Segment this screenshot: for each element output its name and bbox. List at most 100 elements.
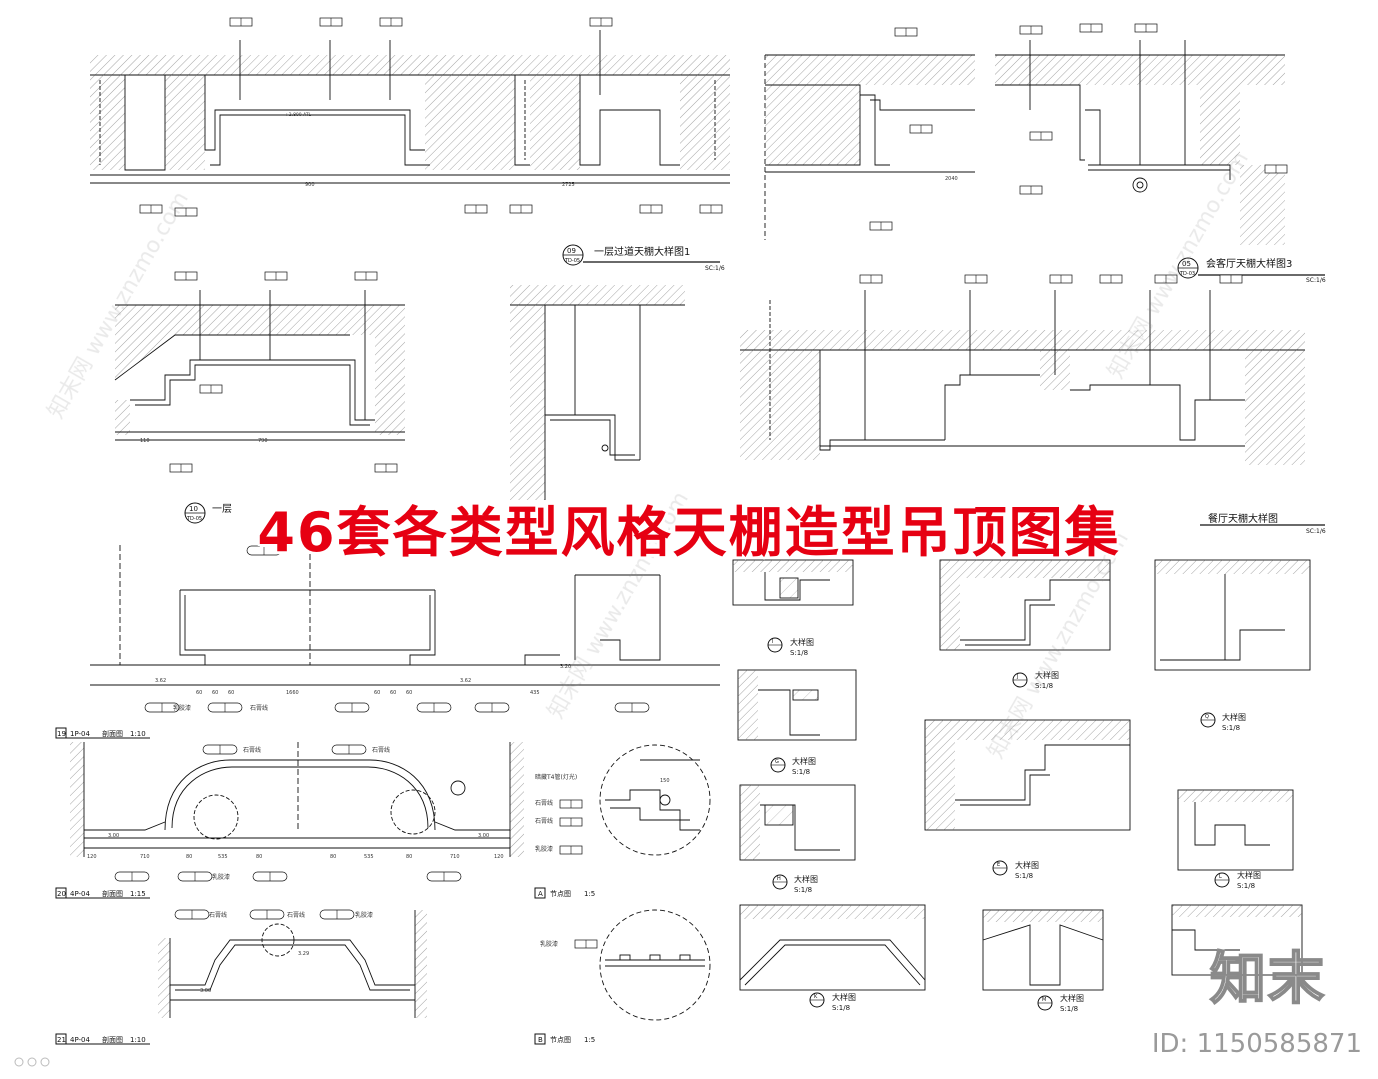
section-19-dims: 60 60 60 1660 60 60 60 435 3.62 3.62 3.2… [155, 664, 571, 696]
svg-text:60: 60 [390, 690, 396, 696]
note-paint-20: 乳胶漆 [212, 873, 230, 881]
svg-text:S:1/8: S:1/8 [1222, 724, 1240, 732]
detail-K [739, 904, 926, 991]
detail-H [739, 784, 856, 861]
svg-text:3.00: 3.00 [108, 833, 119, 839]
title-06-scale: SC:1/6 [1306, 528, 1326, 535]
svg-text:J: J [1016, 674, 1018, 680]
brand-logo: 知末 [1209, 946, 1326, 1013]
svg-text:60: 60 [228, 690, 234, 696]
svg-text:H: H [777, 876, 781, 882]
section-21-tags [174, 909, 355, 920]
note-paint-b: 乳胶漆 [540, 940, 558, 948]
note-stoneline-21a: 石膏线 [209, 911, 227, 919]
title-block-10: 10 TD-05 一层 [184, 502, 232, 524]
detail-label-Q: Q 大样图 S:1/8 [1200, 712, 1246, 732]
svg-text:S:1/8: S:1/8 [1060, 1005, 1078, 1013]
svg-text:80: 80 [406, 854, 412, 860]
svg-text:大样图: 大样图 [792, 756, 816, 766]
svg-text:80: 80 [186, 854, 192, 860]
svg-text:435: 435 [530, 690, 540, 696]
svg-text:60: 60 [212, 690, 218, 696]
panel-section-20 [70, 742, 524, 857]
detail-label-J: J 大样图 S:1/8 [1012, 670, 1059, 690]
title-09-ref: TD-05 [564, 258, 580, 264]
title-20-scale: 1:15 [130, 890, 146, 898]
svg-text:3.20: 3.20 [560, 664, 571, 670]
detail-E [924, 719, 1131, 831]
svg-text:大样图: 大样图 [794, 874, 818, 884]
title-b-num: B [538, 1036, 543, 1044]
dim-790: 790 [258, 438, 268, 444]
svg-text:大样图: 大样图 [1222, 712, 1246, 722]
panel-corridor-ceiling-detail [90, 30, 730, 184]
note-paint-19: 乳胶漆 [173, 704, 191, 712]
title-block-21: 21 4P-04 剖面图 1:10 [55, 1033, 150, 1045]
title-19-num: 19 [57, 730, 66, 738]
title-05-name: 会客厅天棚大样图3 [1206, 257, 1292, 270]
title-20-num: 20 [57, 890, 66, 898]
detail-M [982, 909, 1104, 991]
svg-text:3.00: 3.00 [478, 833, 489, 839]
svg-text:L: L [1219, 874, 1222, 880]
svg-text:G: G [775, 759, 779, 765]
title-05-num: 05 [1182, 260, 1191, 268]
panel-node-a [599, 744, 711, 856]
title-a-name: 节点图 [550, 890, 571, 898]
detail-label-M: M 大样图 S:1/8 [1037, 993, 1084, 1013]
title-09-scale: SC:1/6 [705, 265, 725, 272]
title-10-ref: TD-05 [186, 516, 202, 522]
svg-text:120: 120 [494, 854, 504, 860]
detail-I [732, 559, 854, 606]
dim-2725: 2725 [562, 182, 575, 188]
dim-329: 3.29 [298, 951, 309, 957]
more-options-icon[interactable] [14, 1057, 50, 1067]
svg-text:535: 535 [364, 854, 374, 860]
panel-living-room-ceiling-detail [764, 40, 1285, 245]
first-floor-tags [169, 271, 398, 473]
title-block-b: B 节点图 1:5 [534, 1033, 595, 1045]
title-block-a: A 节点图 1:5 [534, 887, 595, 899]
title-19-name: 剖面图 [102, 729, 123, 738]
svg-text:K: K [814, 994, 818, 1000]
title-21-ref: 4P-04 [70, 1036, 91, 1044]
title-05-scale: SC:1/6 [1306, 277, 1326, 284]
note-stoneline-a2: 石膏线 [535, 817, 553, 825]
svg-text:120: 120 [87, 854, 97, 860]
svg-text:S:1/8: S:1/8 [1035, 682, 1053, 690]
detail-L [1177, 789, 1294, 871]
dim-110: 110 [140, 438, 150, 444]
section-20-dims: 120 710 80 535 80 80 535 80 710 120 3.00… [87, 833, 504, 860]
panel-stair-ceiling-section [510, 285, 685, 500]
title-21-name: 剖面图 [102, 1035, 123, 1044]
note-stoneline-20b: 石膏线 [372, 746, 390, 754]
collection-title-banner: 46套各类型风格天棚造型吊顶图集 [257, 501, 1121, 564]
svg-text:S:1/8: S:1/8 [794, 886, 812, 894]
dim-150: 150 [660, 778, 670, 784]
detail-label-G: G 大样图 S:1/8 [770, 756, 816, 776]
svg-text:3.62: 3.62 [155, 678, 166, 684]
svg-text:Q: Q [1205, 714, 1209, 720]
ceiling-level-note: +2.800 ATL [285, 112, 312, 118]
note-lamp: 暗藏T4管(灯光) [535, 773, 577, 781]
dim-300: 3.00 [200, 988, 211, 994]
svg-text:S:1/8: S:1/8 [792, 768, 810, 776]
svg-text:S:1/8: S:1/8 [832, 1004, 850, 1012]
title-21-num: 21 [57, 1036, 66, 1044]
svg-text:大样图: 大样图 [1015, 860, 1039, 870]
node-a-tags [559, 799, 583, 855]
svg-text:I: I [772, 639, 773, 645]
panel-dining-ceiling-detail [740, 290, 1305, 465]
title-09-name: 一层过道天棚大样图1 [594, 245, 690, 258]
panel-section-21 [158, 910, 427, 1018]
note-paint-a: 乳胶漆 [535, 845, 553, 853]
title-b-name: 节点图 [550, 1036, 571, 1044]
title-block-06: 餐厅天棚大样图 SC:1/6 [1200, 512, 1326, 535]
detail-label-E: E 大样图 S:1/8 [992, 860, 1039, 880]
note-stoneline-21b: 石膏线 [287, 911, 305, 919]
svg-text:80: 80 [330, 854, 336, 860]
title-a-num: A [538, 890, 543, 898]
svg-text:大样图: 大样图 [1035, 670, 1059, 680]
title-block-19: 19 1P-04 剖面图 1:10 [55, 727, 150, 739]
